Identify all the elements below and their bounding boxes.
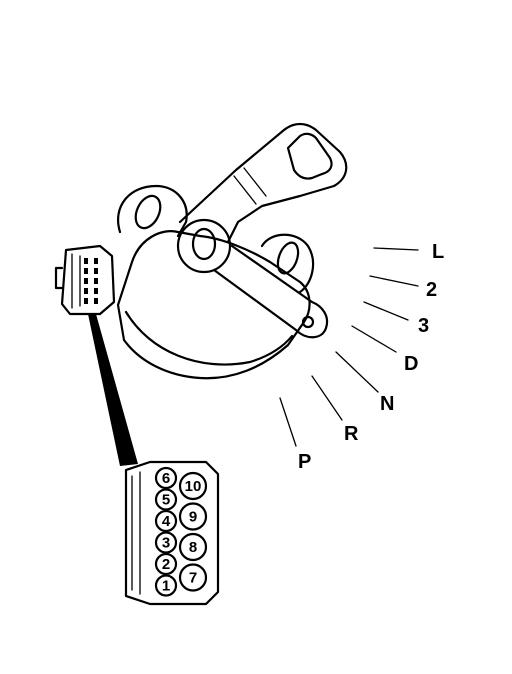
gear-indicator-line-p <box>279 397 297 447</box>
pin-circle-7 <box>178 563 208 592</box>
gear-indicator-line-d <box>351 325 397 353</box>
pin-label-2: 2 <box>162 556 170 573</box>
pin-circle-2 <box>154 552 178 576</box>
gear-label-3: 3 <box>418 315 429 337</box>
lever-hub <box>176 218 232 274</box>
lever-window-slot <box>286 132 333 180</box>
pin-circle-3 <box>154 531 178 554</box>
gear-indicator-line-n <box>335 351 379 393</box>
pin-circle-1 <box>154 574 178 597</box>
callout-wedge <box>88 314 138 466</box>
pin-label-3: 3 <box>162 535 170 552</box>
pin-label-7: 7 <box>189 570 197 587</box>
gear-label-p: P <box>298 451 311 473</box>
gear-indicator-line-2 <box>369 275 419 287</box>
gear-label-l: L <box>432 241 444 263</box>
gear-indicator-line-l <box>373 247 419 251</box>
pin-label-1: 1 <box>162 578 170 595</box>
pin-circle-5 <box>154 488 178 511</box>
pin-label-6: 6 <box>162 470 170 487</box>
pin-circle-4 <box>154 509 178 533</box>
pin-label-4: 4 <box>162 513 171 530</box>
enlarged-connector: 6 5 4 3 2 1 10 9 8 7 <box>124 460 220 606</box>
gear-label-r: R <box>344 423 359 445</box>
housing-connector <box>54 244 116 316</box>
gear-label-2: 2 <box>426 279 437 301</box>
pin-label-8: 8 <box>189 539 197 556</box>
mounting-slot-left <box>134 194 162 230</box>
pin-label-5: 5 <box>162 492 170 509</box>
pin-circle-10 <box>178 471 208 501</box>
hub-hole <box>191 227 217 261</box>
pointer-pivot <box>301 315 315 329</box>
gear-label-n: N <box>380 393 394 415</box>
gear-label-d: D <box>404 353 418 375</box>
gear-indicator-line-3 <box>363 301 409 321</box>
pin-label-9: 9 <box>189 509 197 526</box>
switch-housing <box>116 184 315 380</box>
mounting-slot-right <box>276 241 300 275</box>
manual-lever <box>176 122 348 339</box>
pin-circle-8 <box>178 532 208 562</box>
gear-indicator-line-r <box>311 375 343 421</box>
pin-circle-9 <box>178 502 208 531</box>
pin-label-10: 10 <box>185 478 202 495</box>
pin-circle-6 <box>154 466 178 490</box>
